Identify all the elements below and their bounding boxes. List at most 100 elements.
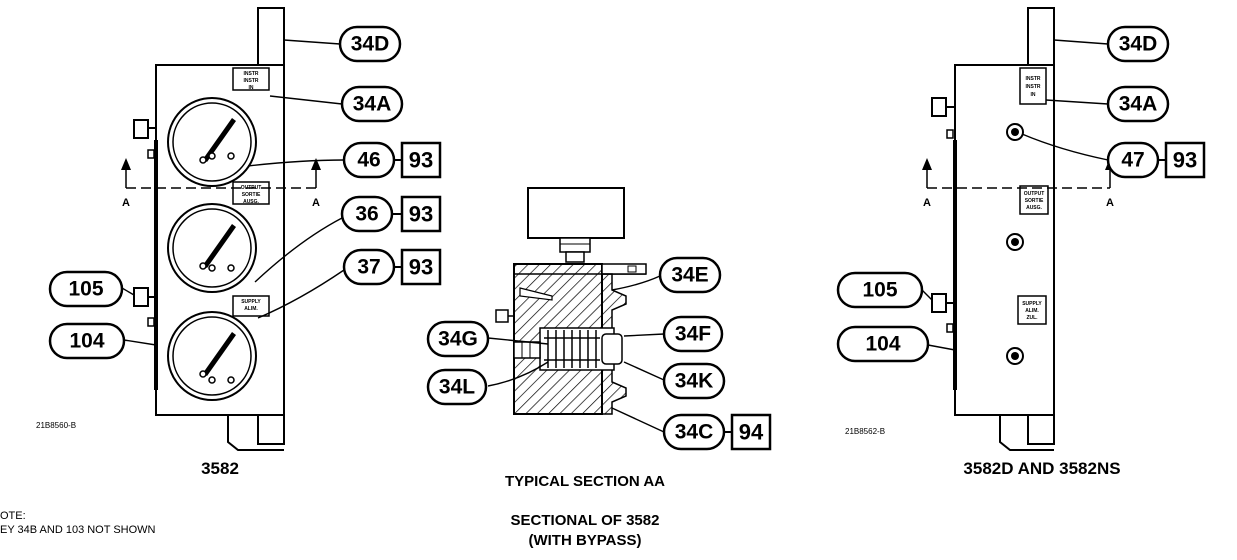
callout-34D-left: 34D: [338, 25, 402, 63]
gauge-supply: [167, 311, 257, 401]
svg-text:34A: 34A: [353, 93, 392, 116]
svg-text:34D: 34D: [1119, 33, 1158, 56]
svg-text:SUPPLY: SUPPLY: [1022, 301, 1042, 307]
callout-36: 36: [340, 195, 394, 233]
left-fitting-bottom: [133, 287, 149, 307]
callout-34F: 34F: [662, 315, 724, 353]
svg-text:46: 46: [357, 149, 380, 172]
left-view-caption: 3582: [201, 459, 239, 478]
right-body: [954, 64, 1055, 416]
svg-text:34C: 34C: [675, 421, 714, 444]
callout-104-right: 104: [836, 325, 930, 363]
svg-text:34F: 34F: [675, 323, 711, 346]
right-view-caption: 3582D AND 3582NS: [963, 459, 1120, 478]
svg-text:37: 37: [357, 256, 380, 279]
svg-text:93: 93: [409, 148, 433, 173]
svg-text:SORTIE: SORTIE: [242, 192, 261, 198]
svg-text:AUSG.: AUSG.: [243, 199, 259, 205]
gauge-output: [167, 203, 257, 293]
callout-34E: 34E: [658, 256, 722, 294]
svg-text:OUTPUT: OUTPUT: [1024, 191, 1045, 197]
gauge-instr: [167, 97, 257, 187]
right-leader-lines: [921, 39, 1109, 351]
section-leader-lines: [487, 275, 665, 433]
callout-34D-right: 34D: [1106, 25, 1170, 63]
svg-text:SUPPLY: SUPPLY: [241, 299, 261, 305]
svg-text:A: A: [122, 197, 130, 209]
svg-text:34L: 34L: [439, 376, 475, 399]
left-leader-lines: [121, 39, 345, 346]
svg-text:34K: 34K: [675, 370, 714, 393]
section-gauge-head: [527, 187, 625, 239]
callout-34A-right: 34A: [1106, 85, 1170, 123]
svg-text:105: 105: [862, 279, 897, 302]
section-caption: TYPICAL SECTION AA: [505, 473, 665, 490]
svg-text:34A: 34A: [1119, 93, 1158, 116]
left-drawing-number: 21B8560-B: [36, 421, 76, 430]
svg-text:105: 105: [68, 278, 103, 301]
svg-text:AUSG.: AUSG.: [1026, 205, 1042, 211]
box-93-b: 93: [400, 195, 442, 233]
svg-text:SORTIE: SORTIE: [1025, 198, 1044, 204]
callout-46: 46: [342, 141, 396, 179]
left-nameplate-supply: SUPPLY ALIM.: [232, 295, 270, 317]
svg-text:INSTR: INSTR: [244, 78, 259, 84]
plug-instr: [1006, 123, 1024, 141]
left-nameplate-output: OUTPUT SORTIE AUSG.: [232, 181, 270, 205]
callout-34A-left: 34A: [340, 85, 404, 123]
svg-text:INSTR: INSTR: [1026, 76, 1041, 82]
section-spring: [544, 330, 600, 368]
svg-text:ALIM.: ALIM.: [1025, 308, 1039, 314]
callout-34C: 34C: [662, 413, 726, 451]
svg-text:36: 36: [355, 203, 378, 226]
svg-text:INSTR: INSTR: [1026, 84, 1041, 90]
left-view-3582: INSTR INSTR IN OUTPUT SORTIE AUSG. SUPPL…: [0, 7, 442, 536]
plug-supply: [1006, 347, 1024, 365]
svg-text:34E: 34E: [671, 264, 708, 287]
box-93-a: 93: [400, 141, 442, 179]
callout-34K: 34K: [662, 362, 726, 400]
note-line-1: OTE:: [0, 510, 26, 522]
callout-34L: 34L: [426, 368, 488, 406]
section-subcaption-1: SECTIONAL OF 3582: [511, 512, 660, 529]
right-nameplate-output: OUTPUT SORTIE AUSG.: [1019, 185, 1049, 215]
svg-text:ZUL.: ZUL.: [1026, 315, 1038, 321]
box-93-c: 93: [400, 248, 442, 286]
right-nameplate-instr: INSTR INSTR IN: [1019, 67, 1047, 105]
svg-text:INSTR: INSTR: [244, 71, 259, 77]
left-section-line: A A: [121, 158, 321, 209]
callout-47: 47: [1106, 141, 1160, 179]
callout-105-right: 105: [836, 271, 924, 309]
left-bottom-foot: [227, 415, 284, 451]
box-94: 94: [730, 413, 772, 451]
right-drawing-number: 21B8562-B: [845, 427, 885, 436]
svg-text:104: 104: [865, 333, 900, 356]
plug-output: [1006, 233, 1024, 251]
svg-text:93: 93: [409, 255, 433, 280]
svg-text:IN: IN: [249, 85, 254, 91]
svg-text:IN: IN: [1031, 92, 1036, 98]
svg-text:A: A: [312, 197, 320, 209]
svg-text:93: 93: [1173, 148, 1197, 173]
svg-text:A: A: [1106, 197, 1114, 209]
note-line-2: EY 34B AND 103 NOT SHOWN: [0, 524, 156, 536]
svg-text:104: 104: [69, 330, 104, 353]
svg-text:93: 93: [409, 202, 433, 227]
svg-text:ALIM.: ALIM.: [244, 306, 258, 312]
svg-text:34D: 34D: [351, 33, 390, 56]
callout-37: 37: [342, 248, 396, 286]
callout-104-left: 104: [48, 322, 126, 360]
svg-text:A: A: [923, 197, 931, 209]
svg-text:94: 94: [739, 420, 764, 445]
svg-text:47: 47: [1121, 149, 1144, 172]
callout-105-left: 105: [48, 270, 124, 308]
svg-text:34G: 34G: [438, 328, 478, 351]
right-view-3582d: INSTR INSTR IN OUTPUT SORTIE AUSG. SUPPL…: [836, 7, 1206, 478]
box-93-d: 93: [1164, 141, 1206, 179]
left-fitting-top: [133, 119, 149, 139]
left-nameplate-instr: INSTR INSTR IN: [232, 67, 270, 91]
section-subcaption-2: (WITH BYPASS): [528, 532, 641, 549]
callout-34G: 34G: [426, 320, 490, 358]
right-nameplate-supply: SUPPLY ALIM. ZUL.: [1017, 295, 1047, 325]
